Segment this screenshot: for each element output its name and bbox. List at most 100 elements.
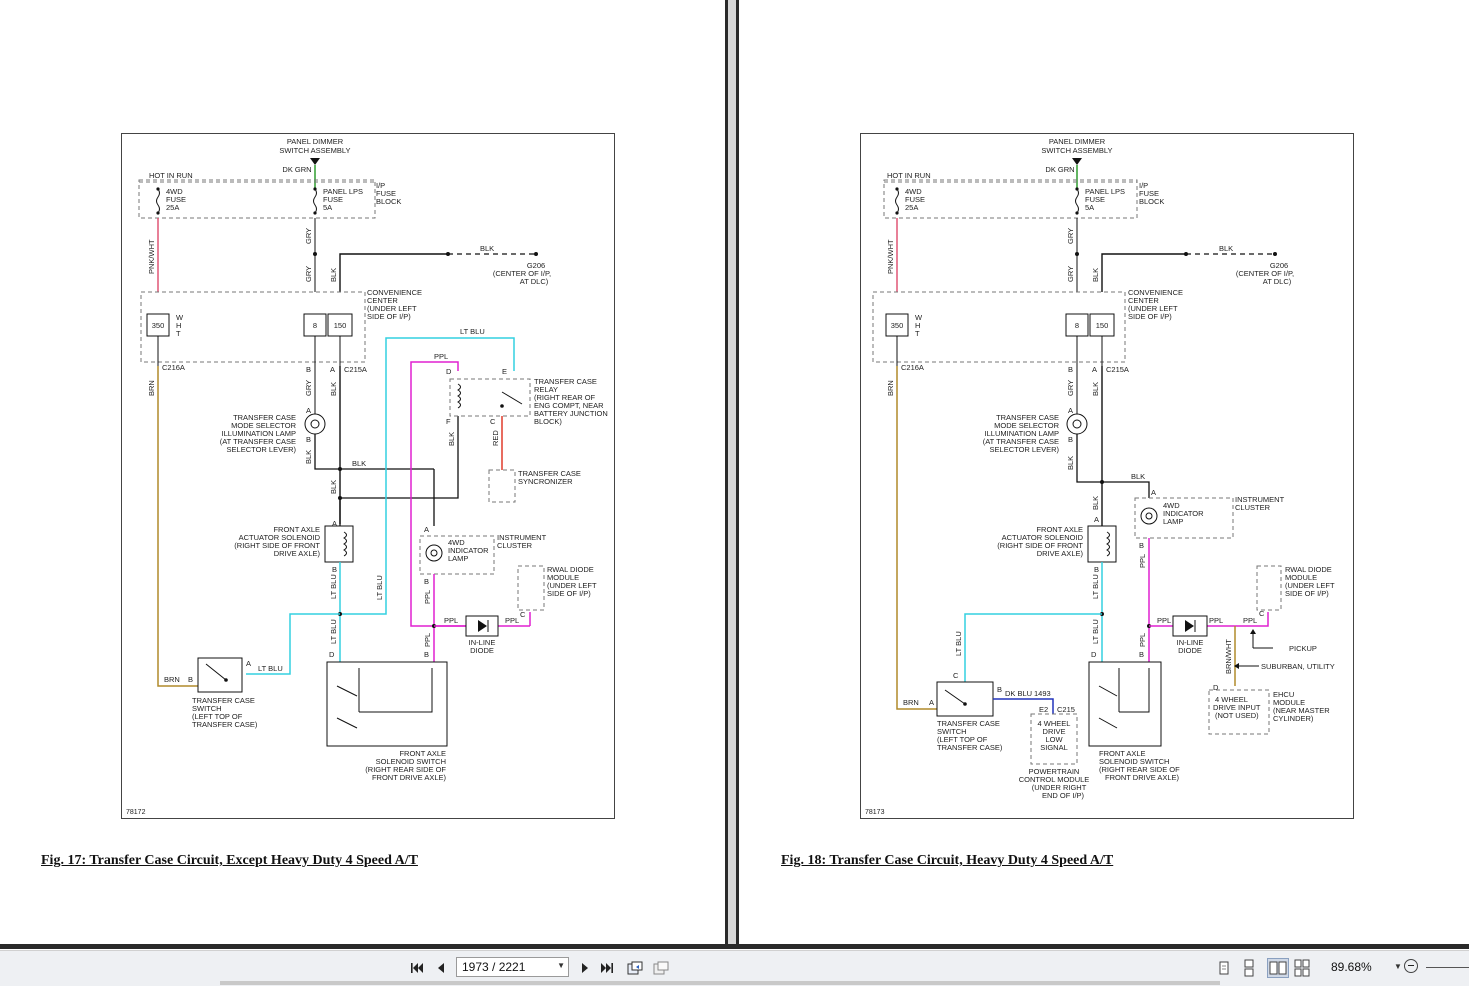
- diagram-label: LT BLU: [329, 574, 338, 599]
- diagram-label: PPL: [444, 616, 458, 625]
- diagram-label: TRANSFER CASE): [192, 720, 258, 729]
- diagram-label: C: [953, 671, 959, 680]
- diagram-label: A: [1151, 488, 1156, 497]
- diagram-label: END OF I/P): [1042, 791, 1085, 800]
- diagram-label: DK BLU: [1005, 689, 1032, 698]
- diagram-label: SIGNAL: [1040, 743, 1068, 752]
- page-shadow: [0, 944, 1469, 949]
- chevron-down-icon[interactable]: ▼: [1394, 962, 1402, 971]
- indicator-lamp: [425, 544, 443, 562]
- diagram-label: (UNDER LEFT: [547, 581, 597, 590]
- wire-lt-blu: [340, 337, 515, 615]
- fit-icon[interactable]: [652, 959, 670, 977]
- diagram-label: CONVENIENCE: [1128, 288, 1183, 297]
- diagram-label: TRANSFER CASE: [996, 413, 1059, 422]
- diagram-label: 150: [1096, 321, 1109, 330]
- two-page-icon[interactable]: [1267, 958, 1289, 978]
- diagram-label: GRY: [304, 228, 313, 244]
- diagram-label: LT BLU: [329, 619, 338, 644]
- first-page-icon[interactable]: [408, 959, 426, 977]
- diagram-label: PPL: [423, 590, 432, 604]
- fuse-block-box: [138, 179, 376, 219]
- diagram-label: SELECTOR LEVER): [990, 445, 1060, 454]
- diagram-label: LAMP: [1163, 517, 1183, 526]
- diagram-number: 78172: [126, 809, 146, 816]
- continuous-icon[interactable]: [1241, 959, 1257, 977]
- diagram-label: GRY: [304, 380, 313, 396]
- diagram-label: B: [1068, 365, 1073, 374]
- diagram-label: B: [424, 577, 429, 586]
- front-axle-switch: [326, 661, 448, 747]
- page-number-select[interactable]: 1973 / 2221 ▼: [456, 957, 569, 977]
- rwal-module-box: [517, 565, 545, 611]
- diagram-label: INDICATOR: [1163, 509, 1204, 518]
- diagram-label: DIODE: [470, 646, 494, 655]
- diagram-label: A: [330, 365, 335, 374]
- diagram-label: CENTER: [367, 296, 398, 305]
- last-page-icon[interactable]: [598, 959, 616, 977]
- synchronizer-box: [488, 469, 516, 503]
- diagram-label: C215: [1057, 705, 1075, 714]
- horizontal-scrollbar[interactable]: [220, 981, 1220, 985]
- diagram-label: BLK: [1131, 472, 1145, 481]
- fuse-symbol: [156, 188, 160, 214]
- diagram-label: LT BLU: [1091, 574, 1100, 599]
- diagram-label: (CENTER OF I/P,: [493, 269, 551, 278]
- diagram-label: BLK: [329, 268, 338, 282]
- diagram-label: TRANSFER CASE): [937, 743, 1003, 752]
- diagram-label: BLK: [1219, 244, 1233, 253]
- diagram-label: 8: [313, 321, 317, 330]
- diagram-label: FUSE: [905, 195, 925, 204]
- diagram-label: BLK: [480, 244, 494, 253]
- diagram-label: GRY: [1066, 380, 1075, 396]
- diagram-label: 350: [152, 321, 165, 330]
- diagram-label: (RIGHT REAR SIDE OF: [1099, 765, 1180, 774]
- document-viewport[interactable]: PANEL DIMMER SWITCH ASSEMBLY DK GRN HOT …: [0, 0, 1469, 950]
- diagram-label: BLK: [1091, 496, 1100, 510]
- diagram-label: B: [332, 565, 337, 574]
- single-page-icon[interactable]: [1216, 959, 1232, 977]
- diagram-label: FUSE: [323, 195, 343, 204]
- diagram-label: BRN: [903, 698, 919, 707]
- diagram-label: MODE SELECTOR: [231, 421, 296, 430]
- diagram-label: PANEL DIMMER: [1049, 137, 1106, 146]
- next-page-icon[interactable]: [576, 959, 594, 977]
- diagram-label: E2: [1039, 705, 1048, 714]
- diagram-label: G206: [527, 261, 545, 270]
- diagram-label: INDICATOR: [448, 546, 489, 555]
- zoom-slider[interactable]: [1426, 967, 1469, 968]
- diagram-label: BLK: [447, 432, 456, 446]
- prev-page-icon[interactable]: [432, 959, 450, 977]
- diagram-label: (LEFT TOP OF: [937, 735, 988, 744]
- diagram-label: (AT TRANSFER CASE: [220, 437, 296, 446]
- diagram-label: BLOCK: [1139, 197, 1164, 206]
- diagram-label: BRN: [886, 380, 895, 396]
- diagram-label: D: [1091, 650, 1097, 659]
- diagram-label: A: [306, 406, 311, 415]
- diagram-label: SWITCH: [192, 704, 222, 713]
- page-left: PANEL DIMMER SWITCH ASSEMBLY DK GRN HOT …: [0, 0, 728, 944]
- diagram-label: C: [490, 417, 496, 426]
- diagram-label: A: [1094, 515, 1099, 524]
- rotate-icon[interactable]: [626, 959, 644, 977]
- zoom-level[interactable]: 89.68%: [1331, 960, 1372, 974]
- diagram-label: A: [332, 519, 337, 528]
- diagram-label: B: [1094, 565, 1099, 574]
- fuse-symbol: [313, 188, 317, 214]
- diagram-label: RED: [491, 430, 500, 446]
- wiring-diagram-svg: PANEL DIMMER SWITCH ASSEMBLY DK GRN HOT …: [138, 137, 608, 782]
- diagram-label: BLK: [1091, 268, 1100, 282]
- diagram-label: LT BLU: [375, 575, 384, 600]
- diagram-label: RWAL DIODE: [1285, 565, 1332, 574]
- diagram-label: PPL: [1209, 616, 1223, 625]
- diagram-label: 350: [891, 321, 904, 330]
- diagram-label: B: [1139, 650, 1144, 659]
- diagram-label: BLK: [329, 480, 338, 494]
- zoom-out-icon[interactable]: [1404, 959, 1418, 973]
- diagram-label: IN-LINE: [469, 638, 496, 647]
- two-page-continuous-icon[interactable]: [1294, 959, 1310, 977]
- diagram-label: FRONT AXLE: [1099, 749, 1146, 758]
- diagram-label: H: [915, 321, 920, 330]
- diagram-label: D: [329, 650, 335, 659]
- diagram-label: FRONT AXLE: [1036, 525, 1083, 534]
